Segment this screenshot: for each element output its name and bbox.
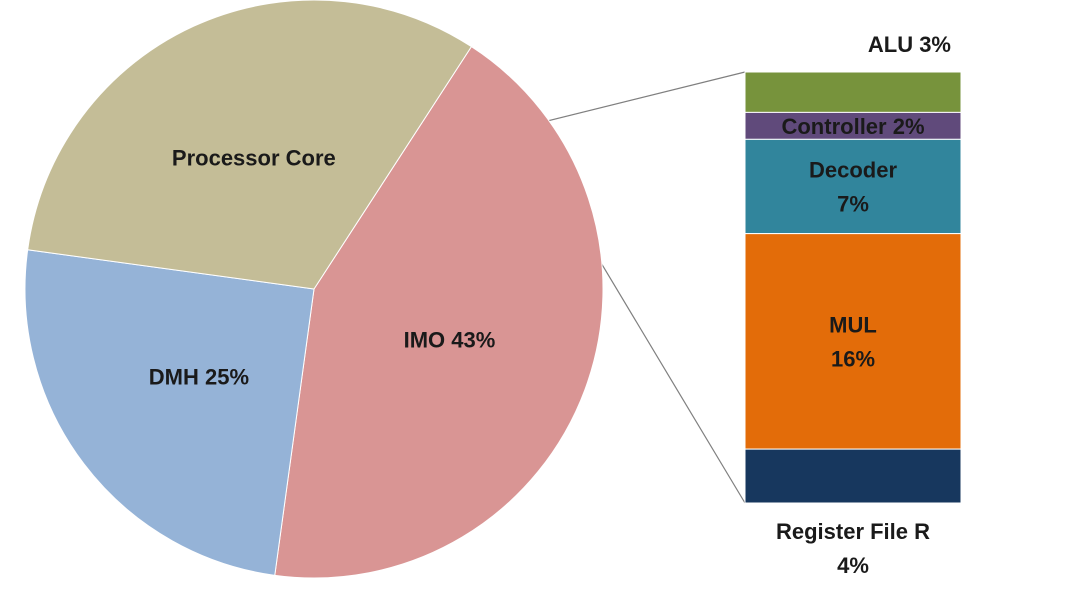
pie bbox=[24, 0, 604, 579]
pie-label-imo-43: IMO 43% bbox=[404, 327, 496, 352]
labels: IMO 43% DMH 25% Processor Core ALU 3% Contro… bbox=[149, 32, 951, 578]
pie-slice-dmh-25 bbox=[24, 249, 315, 576]
breakdown-label-mul: MUL bbox=[829, 312, 877, 337]
breakdown-segment-alu-3 bbox=[744, 71, 962, 113]
breakdown-segment-decoder bbox=[744, 138, 962, 235]
breakdown-label-controller-2: Controller 2% bbox=[781, 114, 924, 139]
breakdown-segment-mul bbox=[744, 233, 962, 450]
breakdown-stack bbox=[744, 71, 962, 504]
breakdown-label-alu-3: ALU 3% bbox=[868, 32, 951, 57]
breakdown-label-16: 16% bbox=[831, 346, 875, 371]
breakdown-label-register-file-r: Register File R bbox=[776, 519, 930, 544]
pie-label-processor-core: Processor Core bbox=[172, 146, 336, 171]
breakdown-label-7: 7% bbox=[837, 191, 869, 216]
pie-slice-imo-43 bbox=[274, 45, 604, 579]
pie-slice-processor-core bbox=[27, 0, 473, 290]
breakdown-segment-controller-2 bbox=[744, 111, 962, 140]
breakdown-segment-register-file-r bbox=[744, 448, 962, 504]
breakdown-label-4: 4% bbox=[837, 553, 869, 578]
pie-label-dmh-25: DMH 25% bbox=[149, 364, 249, 389]
breakdown-label-decoder: Decoder bbox=[809, 157, 897, 182]
